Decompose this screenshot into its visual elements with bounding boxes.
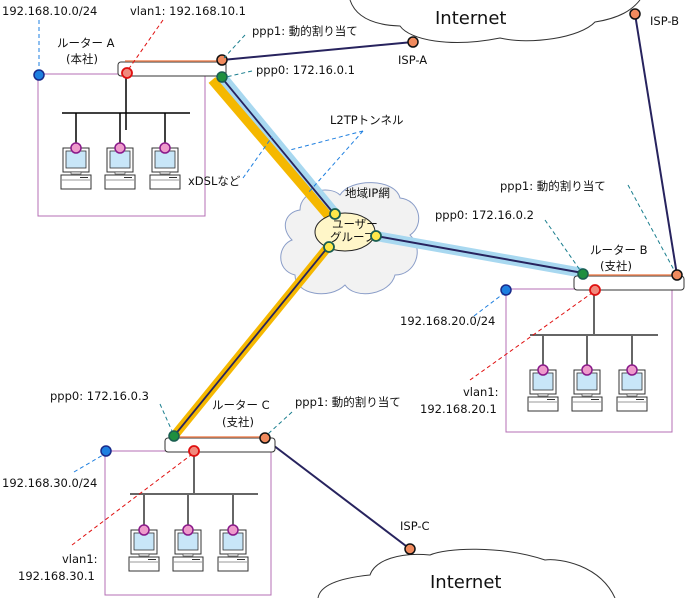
user-group-port-c[interactable] [323,241,335,253]
user-group-port-a[interactable] [329,208,341,220]
net-c-label: 192.168.30.0/24 [2,476,97,490]
pc-b-3[interactable] [616,369,648,412]
isp-b-link [634,13,678,276]
net-a-port[interactable] [33,69,45,81]
pc-a-2[interactable] [104,147,136,190]
link-c [173,246,329,437]
pc-b-1-port [537,364,549,376]
isp-b-label: ISP-B [650,14,679,28]
vlan-c-addr: 192.168.30.1 [18,569,95,583]
internet-label-top: Internet [435,8,506,29]
pc-b-2[interactable] [571,369,603,412]
ppp0-c-label: ppp0: 172.16.0.3 [50,389,149,403]
ppp1-b-port[interactable] [671,269,683,281]
pc-c-3[interactable] [217,529,249,572]
pc-a-2-port [114,142,126,154]
isp-c-label: ISP-C [400,519,430,533]
net-c-port[interactable] [100,445,112,457]
isp-a-node[interactable] [407,36,419,48]
internet-cloud-top [349,0,641,43]
router-a-name: ルーター A [57,36,115,50]
net-b-label: 192.168.20.0/24 [400,314,495,328]
net-b-port[interactable] [500,284,512,296]
net-a-label: 192.168.10.0/24 [2,4,97,18]
router-c-name: ルーター C [212,398,270,412]
pc-c-1[interactable] [128,529,160,572]
isp-c-node[interactable] [404,543,416,555]
user-group-label-1: ユーザー [332,217,378,231]
link-a [221,77,336,216]
vlan-b-port[interactable] [589,284,601,296]
router-b-name: ルーター B [590,243,648,257]
internet-cloud-bottom [317,548,616,598]
ppp1-c-port[interactable] [259,432,271,444]
pc-c-2-port [182,524,194,536]
vlan-b-addr: 192.168.20.1 [420,402,497,416]
user-group-label-2: グループ [330,230,376,244]
xdsl-band-a [208,77,334,221]
vlan-c-label: vlan1: [62,552,98,566]
isp-a-link [221,41,414,61]
ppp1-c-label: ppp1: 動的割り当て [295,395,401,409]
pc-c-1-port [138,524,150,536]
ppp0-b-label: ppp0: 172.16.0.2 [435,208,534,222]
internet-label-bottom: Internet [430,572,501,593]
ppp0-a-label: ppp0: 172.16.0.1 [256,63,355,77]
pc-a-3-port [159,142,171,154]
router-a-device[interactable] [117,61,227,77]
ppp0-b-port[interactable] [577,268,589,280]
ppp0-c-port[interactable] [168,430,180,442]
pc-a-1[interactable] [60,147,92,190]
isp-b-node[interactable] [629,8,641,20]
isp-a-label: ISP-A [398,53,427,67]
pc-a-1-port [70,142,82,154]
pc-a-3[interactable] [149,147,181,190]
ppp1-a-label: ppp1: 動的割り当て [252,24,358,38]
vlan-a-label: vlan1: 192.168.10.1 [130,4,246,18]
pc-c-2[interactable] [172,529,204,572]
vlan-a-port[interactable] [121,67,133,79]
pc-b-1[interactable] [527,369,559,412]
router-b-device[interactable] [573,275,685,291]
pc-c-3-port [227,524,239,536]
pc-b-3-port [626,364,638,376]
l2tp-label: L2TPトンネル [330,113,403,127]
regional-ip-label: 地域IP網 [345,186,390,200]
ppp0-a-port[interactable] [216,71,228,83]
router-a-site: (本社) [66,52,98,66]
router-b-site: (支社) [600,259,632,273]
router-c-device[interactable] [164,437,276,453]
isp-c-link [264,438,411,550]
vlan-b-label: vlan1: [463,385,499,399]
router-c-site: (支社) [222,415,254,429]
pc-b-2-port [581,364,593,376]
user-group-port-b[interactable] [370,230,382,242]
ppp1-b-label: ppp1: 動的割り当て [500,179,606,193]
link-b [375,235,584,274]
xdsl-label: xDSLなど [188,174,241,188]
vlan-c-port[interactable] [188,445,200,457]
